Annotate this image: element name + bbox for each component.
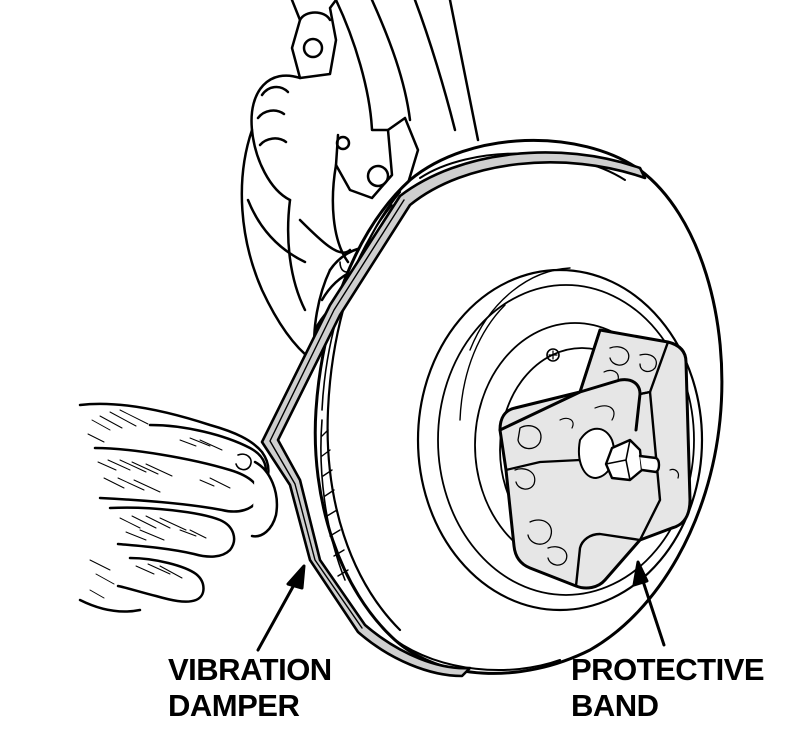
protective-band-label: PROTECTIVE BAND bbox=[571, 652, 765, 724]
vibration-damper-label-line2: DAMPER bbox=[168, 688, 300, 723]
protective-band-label-line1: PROTECTIVE bbox=[571, 652, 765, 687]
leader-vibration-damper bbox=[256, 564, 306, 652]
protective-band-label-line2: BAND bbox=[571, 688, 659, 723]
hand bbox=[78, 402, 279, 613]
vibration-damper-label: VIBRATION DAMPER bbox=[168, 652, 332, 724]
vibration-damper-label-line1: VIBRATION bbox=[168, 652, 332, 687]
leader-protective-band bbox=[632, 560, 666, 647]
protective-band bbox=[498, 328, 692, 590]
belt bbox=[260, 151, 647, 678]
engine-bracket bbox=[240, 0, 480, 362]
crank-bolt bbox=[604, 438, 661, 482]
